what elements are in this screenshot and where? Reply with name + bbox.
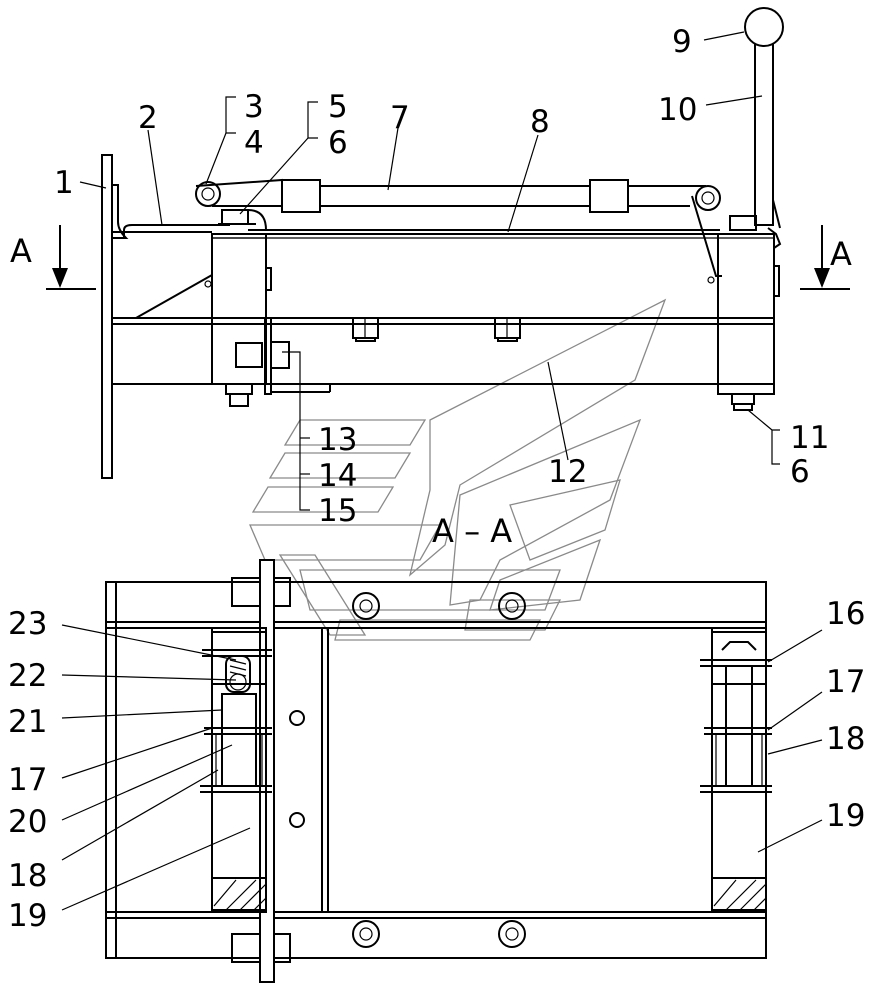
callout-8: 8 bbox=[530, 104, 550, 140]
callout-19-left: 19 bbox=[8, 898, 47, 934]
callout-1: 1 bbox=[54, 165, 74, 201]
callout-5: 5 bbox=[328, 89, 348, 125]
main-housing bbox=[211, 233, 775, 385]
callout-18-right: 18 bbox=[826, 721, 865, 757]
section-view bbox=[105, 559, 772, 983]
callout-4: 4 bbox=[244, 125, 264, 161]
callout-9: 9 bbox=[672, 24, 692, 60]
callout-2: 2 bbox=[138, 100, 158, 136]
callout-16: 16 bbox=[826, 596, 865, 632]
callout-7: 7 bbox=[390, 100, 410, 136]
callout-11: 11 bbox=[790, 420, 829, 456]
callout-18-left: 18 bbox=[8, 858, 47, 894]
section-frame bbox=[105, 581, 767, 959]
callout-20: 20 bbox=[8, 804, 47, 840]
callout-10: 10 bbox=[658, 92, 697, 128]
section-view-leaders bbox=[61, 624, 823, 911]
base-plate bbox=[101, 154, 113, 479]
callout-21: 21 bbox=[8, 704, 47, 740]
callout-22: 22 bbox=[8, 658, 47, 694]
callout-14: 14 bbox=[318, 458, 357, 494]
labels: A A A – A 1 2 3 4 5 6 7 8 9 10 11 6 12 1… bbox=[8, 24, 865, 934]
section-marker-right: A bbox=[830, 235, 852, 273]
section-marker-left: A bbox=[10, 232, 32, 270]
callout-13: 13 bbox=[318, 422, 357, 458]
ball-knob bbox=[744, 7, 784, 47]
front-view bbox=[46, 7, 850, 479]
watermark-logo bbox=[249, 298, 667, 641]
section-title: A – A bbox=[432, 512, 512, 550]
front-view-leaders bbox=[79, 31, 780, 511]
callout-19-right: 19 bbox=[826, 798, 865, 834]
callout-23: 23 bbox=[8, 606, 47, 642]
callout-6-lower: 6 bbox=[790, 454, 810, 490]
callout-17-right: 17 bbox=[826, 664, 865, 700]
callout-15: 15 bbox=[318, 493, 357, 529]
callout-12: 12 bbox=[548, 454, 587, 490]
callout-17-left: 17 bbox=[8, 762, 47, 798]
callout-6-upper: 6 bbox=[328, 125, 348, 161]
callout-3: 3 bbox=[244, 89, 264, 125]
